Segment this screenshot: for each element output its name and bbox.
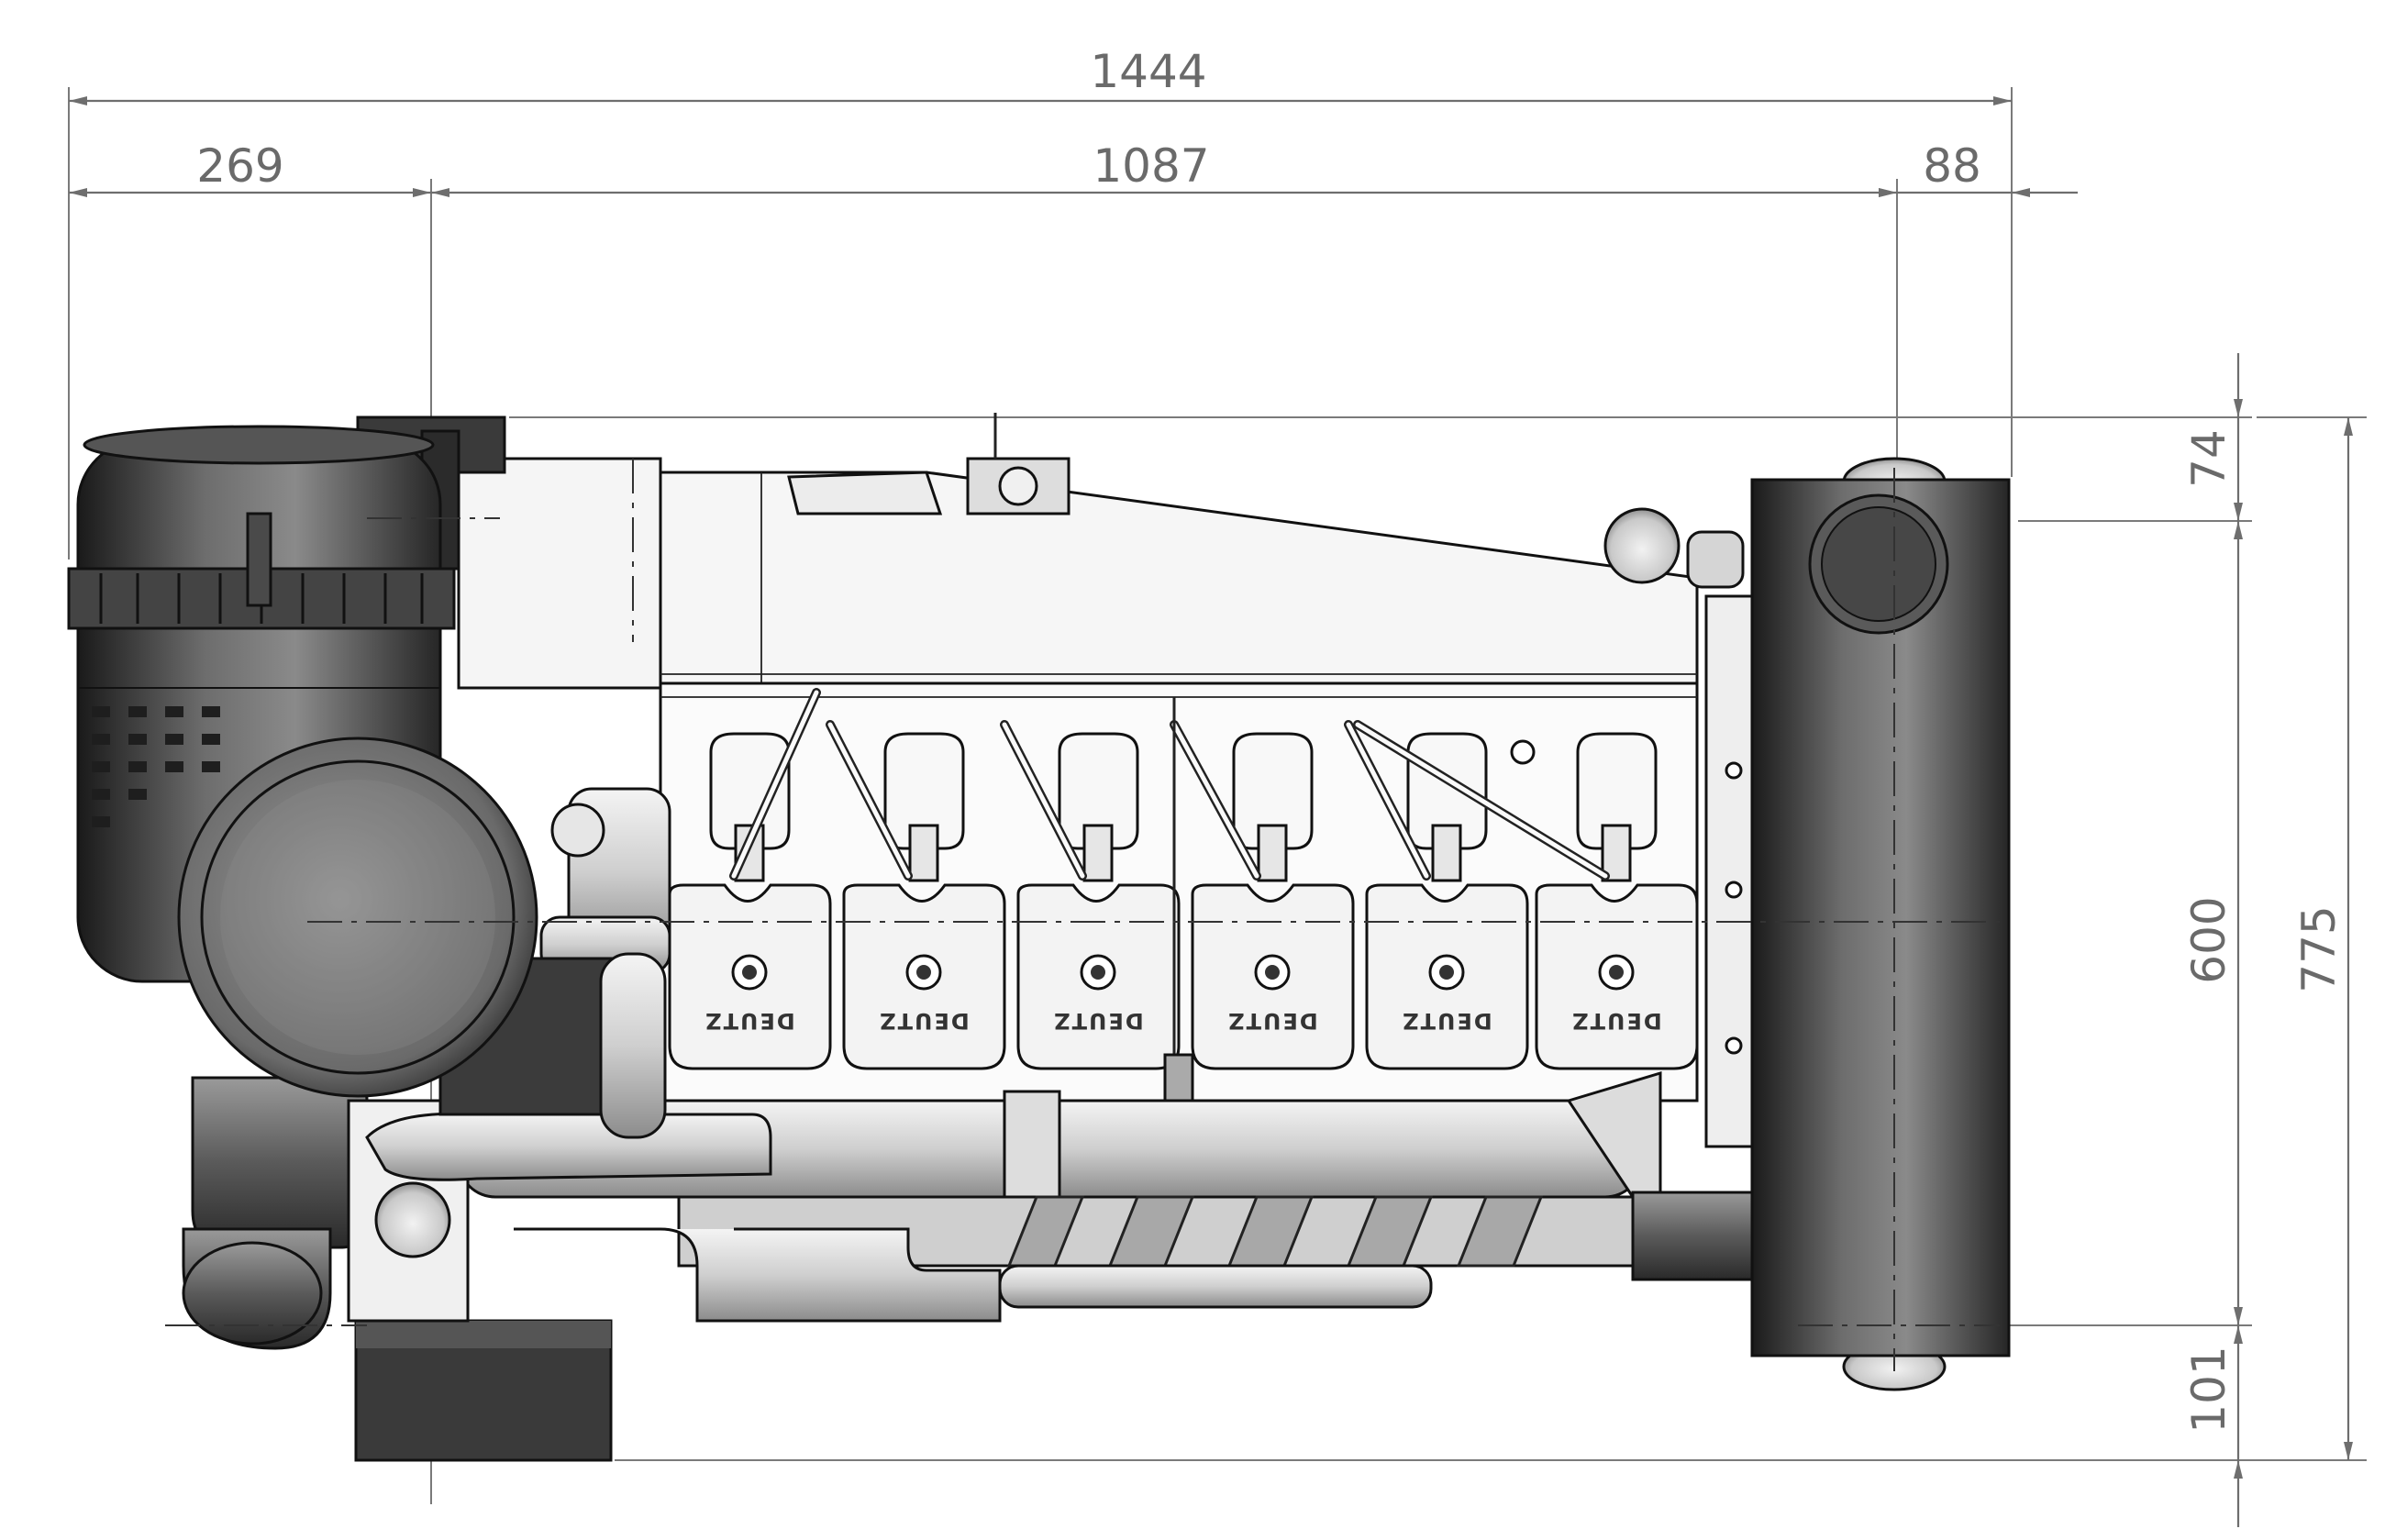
dim-overall-height: 775 — [2292, 905, 2346, 992]
dim-overall-length: 1444 — [1090, 45, 1206, 98]
svg-text:DEUTZ: DEUTZ — [704, 1008, 795, 1034]
svg-text:DEUTZ: DEUTZ — [1226, 1008, 1318, 1034]
svg-text:DEUTZ: DEUTZ — [878, 1008, 970, 1034]
dim-front-offset: 269 — [196, 139, 283, 193]
center-lines — [165, 459, 2000, 1371]
intake-manifold — [659, 471, 1699, 685]
svg-text:DEUTZ: DEUTZ — [1570, 1008, 1662, 1034]
dim-center-height: 600 — [2182, 896, 2235, 983]
cylinder-heads: DEUTZ DEUTZ DEUTZ DEUTZ — [668, 732, 1699, 1070]
svg-text:DEUTZ: DEUTZ — [1052, 1008, 1144, 1034]
engine-illustration: DEUTZ DEUTZ DEUTZ DEUTZ — [67, 413, 2011, 1462]
front-round-cover — [177, 737, 538, 1098]
dim-top-offset: 74 — [2182, 429, 2235, 488]
rear-silencer — [1750, 457, 2011, 1391]
dim-bottom-offset: 101 — [2182, 1346, 2235, 1433]
dimension-annotations: 1444 269 1087 88 74 600 101 775 — [68, 45, 2367, 1527]
svg-text:DEUTZ: DEUTZ — [1401, 1008, 1492, 1034]
dim-rear-offset: 88 — [1923, 139, 1981, 193]
dim-block-length: 1087 — [1093, 139, 1209, 193]
